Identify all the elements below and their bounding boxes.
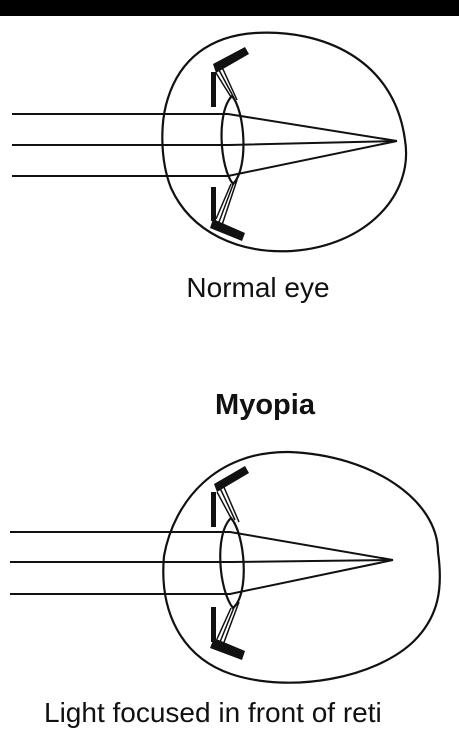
- myopia-lower-iris: [211, 607, 216, 642]
- normal-eye-label: Normal eye: [186, 272, 329, 303]
- myopia-title: Myopia: [215, 389, 316, 421]
- normal-upper-iris: [211, 72, 216, 107]
- normal-lower-iris: [211, 187, 216, 221]
- top-border-bar: [0, 0, 459, 16]
- myopia-caption: Light focused in front of reti: [44, 697, 382, 728]
- myopia-upper-iris: [211, 492, 216, 527]
